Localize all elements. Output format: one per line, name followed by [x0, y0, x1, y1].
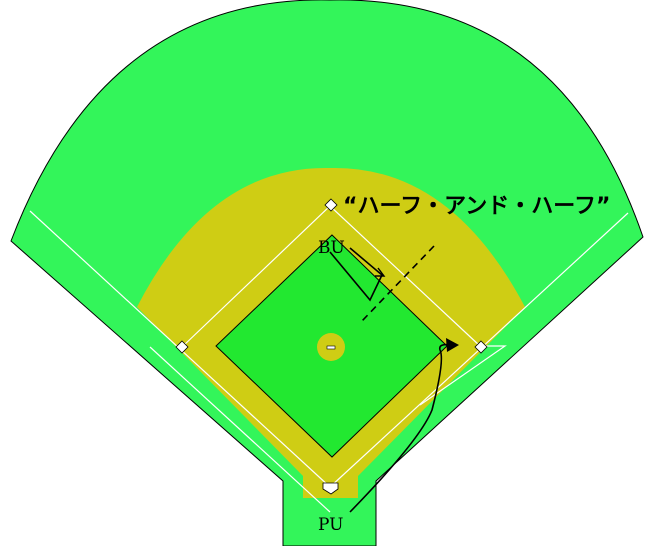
- bu-label: BU: [318, 238, 345, 258]
- bu-movement-path: [329, 247, 386, 302]
- mechanic-title: “ハーフ・アンド・ハーフ”: [343, 194, 610, 219]
- first-base: [474, 340, 488, 354]
- third-base: [175, 340, 189, 354]
- pu-movement-path: [349, 338, 459, 513]
- pu-label: PU: [318, 515, 343, 535]
- bases: [175, 198, 488, 495]
- pitchers-mound: [317, 333, 345, 361]
- pu-arrowhead: [446, 338, 459, 352]
- coverage-dashed-line: [361, 245, 435, 322]
- second-base: [324, 198, 338, 212]
- home-plate: [322, 482, 339, 495]
